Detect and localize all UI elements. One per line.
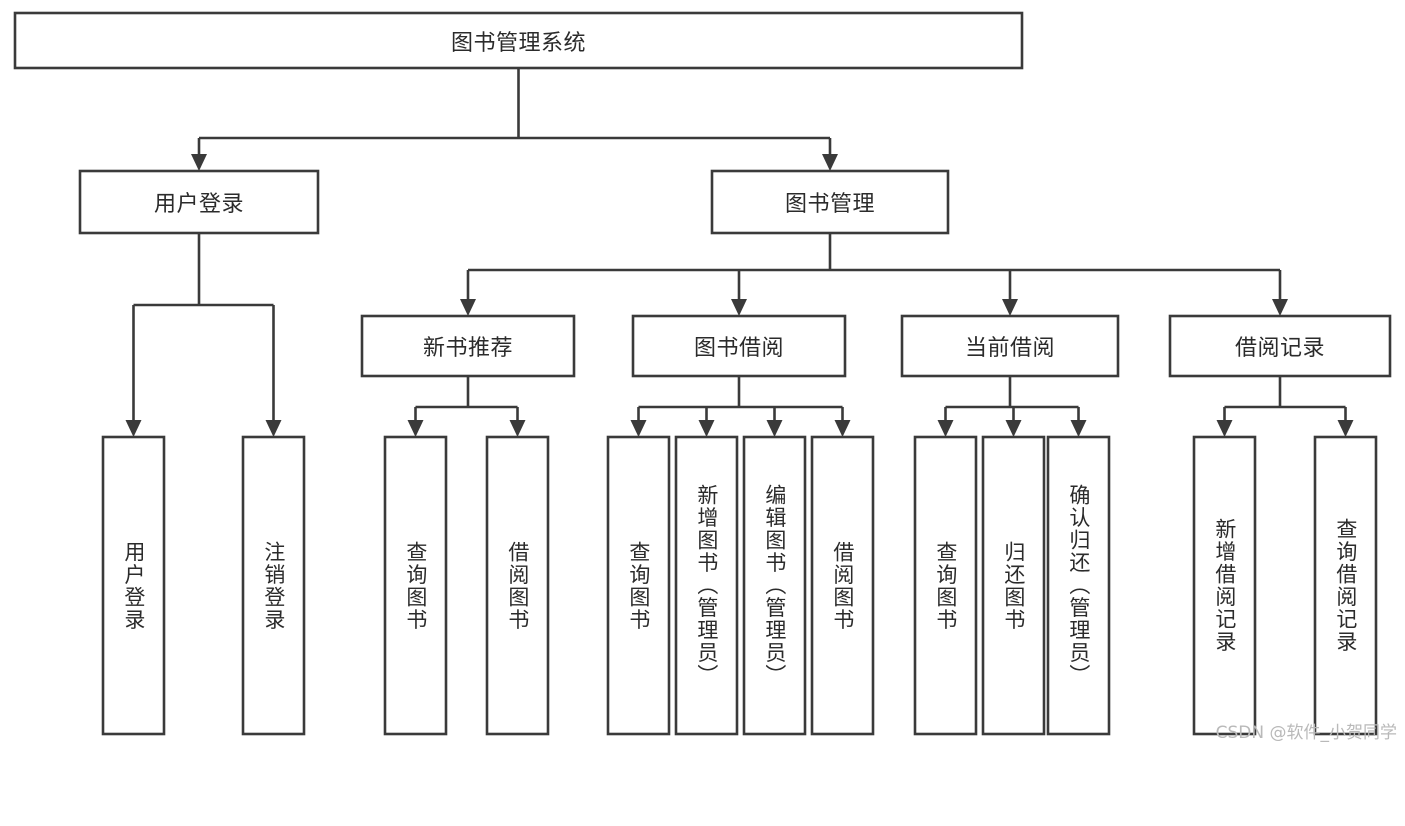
node-box-leaf-query-record[interactable]	[1313, 435, 1378, 736]
arrow-head-book-borrow-to-leaf-query-book-2	[630, 420, 647, 437]
node-box-leaf-query-book-1[interactable]	[383, 435, 448, 736]
node-box-leaf-add-record[interactable]	[1192, 435, 1257, 736]
node-box-root[interactable]	[13, 11, 1024, 70]
arrow-head-book-manage-to-current-borrow	[1002, 299, 1018, 316]
node-box-current-borrow[interactable]	[900, 314, 1120, 378]
node-box-book-borrow[interactable]	[631, 314, 847, 378]
tree-diagram-svg	[13, 11, 1392, 736]
arrow-head-book-manage-to-new-book-recommend	[460, 299, 476, 316]
arrow-head-new-book-recommend-to-leaf-borrow-book-1	[509, 420, 526, 437]
connector-layer	[125, 68, 1354, 437]
arrow-head-current-borrow-to-leaf-confirm-return	[1070, 420, 1087, 437]
arrow-head-book-borrow-to-leaf-add-book	[698, 420, 715, 437]
node-box-leaf-edit-book[interactable]	[742, 435, 807, 736]
arrow-head-book-borrow-to-leaf-borrow-book-2	[834, 420, 851, 437]
node-box-book-manage[interactable]	[710, 169, 950, 235]
arrow-head-book-manage-to-borrow-record	[1272, 299, 1288, 316]
node-box-borrow-record[interactable]	[1168, 314, 1392, 378]
arrow-head-book-borrow-to-leaf-edit-book	[766, 420, 783, 437]
arrow-head-borrow-record-to-leaf-add-record	[1216, 420, 1233, 437]
node-box-leaf-borrow-book-2[interactable]	[810, 435, 875, 736]
arrow-head-user-login-to-leaf-logout	[265, 420, 282, 437]
node-box-leaf-confirm-return[interactable]	[1046, 435, 1111, 736]
node-box-new-book-recommend[interactable]	[360, 314, 576, 378]
arrow-head-current-borrow-to-leaf-return-book	[1005, 420, 1022, 437]
node-box-leaf-query-book-2[interactable]	[606, 435, 671, 736]
node-box-leaf-query-book-3[interactable]	[913, 435, 978, 736]
diagram-canvas: 图书管理系统用户登录图书管理新书推荐图书借阅当前借阅借阅记录用户登录注销登录查询…	[13, 11, 1397, 743]
arrow-head-user-login-to-leaf-user-login	[125, 420, 142, 437]
node-box-leaf-return-book[interactable]	[981, 435, 1046, 736]
node-box-leaf-borrow-book-1[interactable]	[485, 435, 550, 736]
node-box-leaf-add-book[interactable]	[674, 435, 739, 736]
node-box-leaf-logout[interactable]	[241, 435, 306, 736]
arrow-head-root-to-book-manage	[822, 154, 838, 171]
arrow-head-book-manage-to-book-borrow	[731, 299, 747, 316]
node-box-leaf-user-login[interactable]	[101, 435, 166, 736]
node-box-layer	[13, 11, 1392, 736]
arrow-head-new-book-recommend-to-leaf-query-book-1	[407, 420, 424, 437]
arrow-head-borrow-record-to-leaf-query-record	[1337, 420, 1354, 437]
arrow-head-root-to-user-login	[191, 154, 207, 171]
node-box-user-login[interactable]	[78, 169, 320, 235]
arrow-head-current-borrow-to-leaf-query-book-3	[937, 420, 954, 437]
